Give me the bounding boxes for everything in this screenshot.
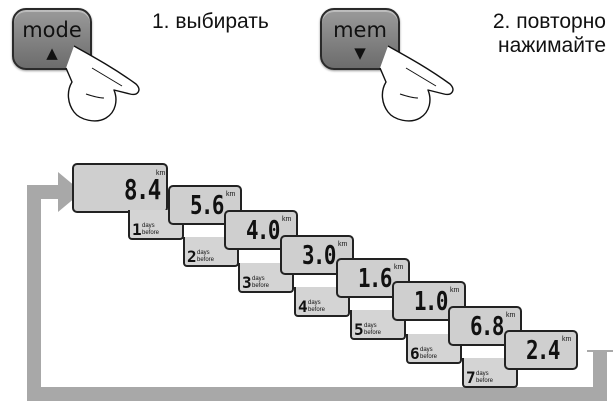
mem-button-label: mem <box>333 18 387 42</box>
display-value: 6.8 <box>470 312 504 342</box>
display-unit: km <box>562 336 572 343</box>
display-7: 2.4 km <box>504 330 578 370</box>
day-number: 6 <box>410 344 420 363</box>
days-word: days <box>142 223 155 229</box>
before-word: before <box>142 230 160 236</box>
step-1-text: 1. выбирать <box>152 10 269 33</box>
before-word: before <box>197 257 215 263</box>
display-value: 5.6 <box>190 191 224 221</box>
before-word: before <box>476 378 494 384</box>
display-value: 2.4 <box>526 336 560 366</box>
display-value: 8.4 <box>124 173 161 206</box>
display-value: 4.0 <box>246 216 280 246</box>
pointing-hand-icon <box>379 45 454 122</box>
day-number: 1 <box>132 220 142 239</box>
day-label-6: 6 days before <box>406 334 462 364</box>
triangle-down-icon: ▼ <box>354 44 366 62</box>
display-unit: km <box>394 264 404 271</box>
days-word: days <box>476 371 489 377</box>
display-unit: km <box>450 287 460 294</box>
before-word: before <box>420 354 438 360</box>
days-word: days <box>197 250 210 256</box>
display-value: 3.0 <box>302 241 336 271</box>
day-label-3: 3 days before <box>238 263 294 293</box>
day-label-4: 4 days before <box>294 287 350 317</box>
step-2-text: 2. повторно нажимайте <box>492 10 606 57</box>
display-unit: km <box>338 241 348 248</box>
before-word: before <box>364 330 382 336</box>
display-value: 1.0 <box>414 287 448 317</box>
mode-button-label: mode <box>22 18 82 42</box>
days-word: days <box>308 300 321 306</box>
display-unit: km <box>282 216 292 223</box>
day-number: 5 <box>354 320 364 339</box>
display-unit: km <box>226 191 236 198</box>
display-today: 8.4 km <box>72 163 168 213</box>
days-word: days <box>252 276 265 282</box>
before-word: before <box>252 283 270 289</box>
before-word: before <box>308 307 326 313</box>
display-unit: km <box>506 312 516 319</box>
pointing-hand-icon <box>65 45 140 122</box>
day-number: 7 <box>466 368 476 387</box>
days-word: days <box>364 323 377 329</box>
display-unit: km <box>156 170 166 177</box>
day-number: 3 <box>242 273 252 292</box>
days-word: days <box>420 347 433 353</box>
day-number: 4 <box>298 297 308 316</box>
day-number: 2 <box>187 247 197 266</box>
triangle-up-icon: ▲ <box>46 44 58 62</box>
display-value: 1.6 <box>358 264 392 294</box>
